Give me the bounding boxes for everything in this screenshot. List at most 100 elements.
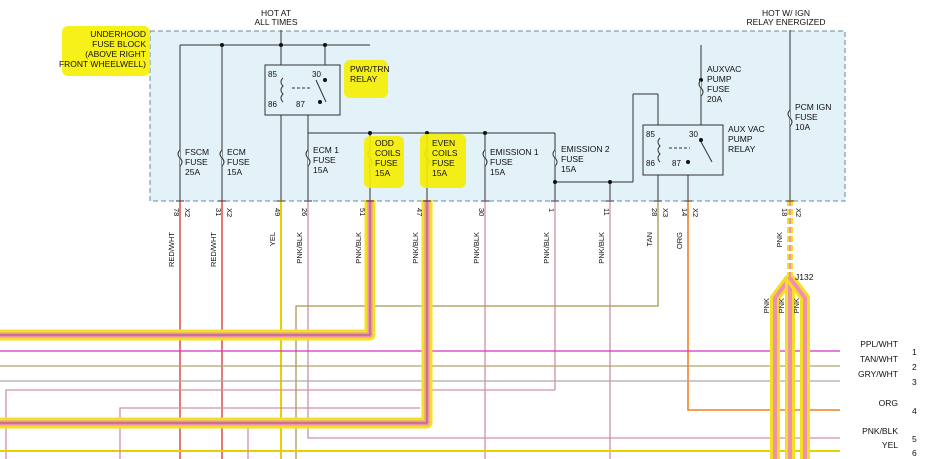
pin-28: 28 [650, 208, 659, 216]
out-num-5: 5 [912, 434, 917, 444]
wire-label-3: PNK/BLK [295, 232, 304, 264]
fuse-auxvac-1: AUXVAC [707, 64, 741, 74]
fuse-auxvac-3: FUSE [707, 84, 730, 94]
out-label-2: TAN/WHT [860, 354, 898, 364]
out-num-1: 1 [912, 347, 917, 357]
fuse-auxvac-2: PUMP [707, 74, 732, 84]
fuse-odd-1: ODD [375, 138, 394, 148]
pwr-trn-pin-87: 87 [296, 100, 305, 109]
pwr-trn-pin-85: 85 [268, 70, 277, 79]
fuse-em1-3: 15A [490, 167, 505, 177]
fuse-em2-3: 15A [561, 164, 576, 174]
out-label-3: GRY/WHT [858, 369, 898, 379]
wire-label-6: PNK/BLK [472, 232, 481, 264]
fuse-odd-4: 15A [375, 168, 390, 178]
out-num-2: 2 [912, 362, 917, 372]
pwr-trn-relay-label-2: RELAY [350, 74, 378, 84]
aux-vac-relay-label-1: AUX VAC [728, 124, 765, 134]
fuse-ecm-1: ECM [227, 147, 246, 157]
fuse-ecm1-2: FUSE [313, 155, 336, 165]
connector-id-2: X2 [225, 208, 234, 217]
fuse-block-highlight [62, 26, 150, 76]
fuse-even-4: 15A [432, 168, 447, 178]
wire-label-7: PNK/BLK [542, 232, 551, 264]
fuse-em1-2: FUSE [490, 157, 513, 167]
even-coils-highlight [420, 134, 466, 188]
fuse-block-label-3: (ABOVE RIGHT [85, 49, 146, 59]
wire-label-8: PNK/BLK [597, 232, 606, 264]
wire-label-4: PNK/BLK [354, 232, 363, 264]
pwr-trn-pin-30: 30 [312, 70, 321, 79]
pin-11: 11 [602, 208, 611, 216]
hot-w-ign-line2: RELAY ENERGIZED [746, 17, 825, 27]
connector-id-1: X2 [183, 208, 192, 217]
fuse-pcm-1: PCM IGN [795, 102, 831, 112]
fuse-ecm-3: 15A [227, 167, 242, 177]
pin-26: 26 [300, 208, 309, 216]
fuse-ecm1-3: 15A [313, 165, 328, 175]
wire-label-10: ORG [675, 232, 684, 249]
fuse-block-label-4: FRONT WHEELWELL) [59, 59, 146, 69]
out-num-4: 4 [912, 406, 917, 416]
fuse-even-1: EVEN [432, 138, 455, 148]
pwr-trn-pin-86: 86 [268, 100, 277, 109]
wire-label-1: RED/WHT [209, 232, 218, 267]
hot-at-all-times-line1: HOT AT [261, 8, 291, 18]
wire-label-11: PNK [775, 232, 784, 247]
fuse-fscm-1: FSCM [185, 147, 209, 157]
hot-at-all-times-line2: ALL TIMES [255, 17, 298, 27]
aux-vac-pin-87: 87 [672, 159, 681, 168]
aux-vac-pin-30: 30 [689, 130, 698, 139]
fuse-em2-2: FUSE [561, 154, 584, 164]
fuse-ecm1-1: ECM 1 [313, 145, 339, 155]
pin-30: 30 [477, 208, 486, 216]
wire-label-0: RED/WHT [167, 232, 176, 267]
fuse-ecm-2: FUSE [227, 157, 250, 167]
out-num-3: 3 [912, 377, 917, 387]
fuse-fscm-3: 25A [185, 167, 200, 177]
pin-31: 31 [214, 208, 223, 216]
pin-78: 78 [172, 208, 181, 216]
out-num-6: 6 [912, 448, 917, 458]
connector-id-3: X3 [661, 208, 670, 217]
splice-id: J132 [795, 272, 814, 282]
odd-coils-highlight [364, 136, 404, 188]
pin-47: 47 [415, 208, 424, 216]
aux-vac-pin-86: 86 [646, 159, 655, 168]
fuse-odd-3: FUSE [375, 158, 398, 168]
splice-branch-2: PNK [777, 298, 786, 313]
out-label-5: PNK/BLK [862, 426, 898, 436]
aux-vac-pin-85: 85 [646, 130, 655, 139]
pin-51: 51 [358, 208, 367, 216]
pin-14: 14 [680, 208, 689, 216]
fuse-block-box [149, 30, 846, 202]
aux-vac-relay-label-3: RELAY [728, 144, 756, 154]
out-label-1: PPL/WHT [860, 339, 898, 349]
splice-branch-1: PNK [762, 298, 771, 313]
fuse-even-3: FUSE [432, 158, 455, 168]
wire-label-5: PNK/BLK [411, 232, 420, 264]
pin-18: 18 [780, 208, 789, 216]
fuse-block-label-1: UNDERHOOD [90, 29, 146, 39]
hot-w-ign-line1: HOT W/ IGN [762, 8, 810, 18]
fuse-auxvac-4: 20A [707, 94, 722, 104]
fuse-fscm-2: FUSE [185, 157, 208, 167]
fuse-em2-1: EMISSION 2 [561, 144, 610, 154]
connector-id-4: X2 [691, 208, 700, 217]
pin-1: 1 [547, 208, 556, 212]
out-label-4: ORG [879, 398, 898, 408]
fuse-odd-2: COILS [375, 148, 401, 158]
splice-branch-3: PNK [792, 298, 801, 313]
connector-id-5: X2 [794, 208, 803, 217]
relay-highlight [344, 60, 388, 98]
pin-49: 49 [273, 208, 282, 216]
fuse-em1-1: EMISSION 1 [490, 147, 539, 157]
pwr-trn-relay-label-1: PWR/TRN [350, 64, 390, 74]
fuse-pcm-2: FUSE [795, 112, 818, 122]
fuse-block-label-2: FUSE BLOCK [92, 39, 146, 49]
aux-vac-relay-label-2: PUMP [728, 134, 753, 144]
out-label-6: YEL [882, 440, 898, 450]
fuse-pcm-3: 10A [795, 122, 810, 132]
wire-label-2: YEL [268, 232, 277, 246]
